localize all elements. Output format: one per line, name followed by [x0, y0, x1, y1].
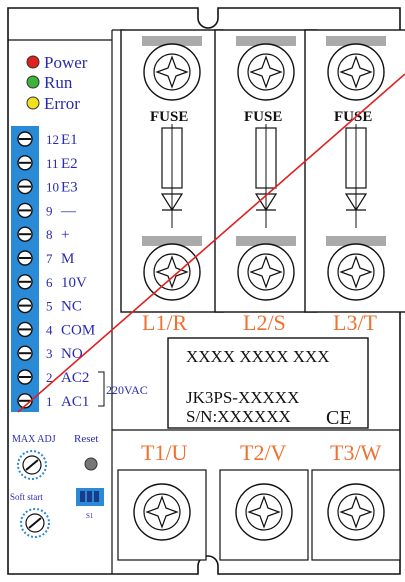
indicator-label: Run [44, 73, 73, 92]
voltage-label: 220VAC [106, 383, 148, 397]
status-indicators: Power Run Error [26, 53, 88, 113]
soft-start-potentiometer[interactable] [20, 508, 50, 538]
reset-button[interactable] [84, 457, 98, 471]
power-led-icon [26, 55, 40, 69]
terminal-label: E2 [61, 156, 78, 172]
fuse-columns: FUSE FUSE FUSE [120, 29, 405, 313]
terminal-number: 11 [46, 156, 59, 171]
terminal-number: 12 [46, 132, 59, 147]
terminal-number: 2 [46, 370, 53, 385]
max-adj-label: MAX ADJ [12, 434, 56, 445]
terminal-label: 10V [61, 275, 87, 291]
terminal-label: AC1 [61, 394, 89, 410]
diagonal-line [17, 73, 405, 413]
phase-label: T1/U [141, 440, 188, 465]
ce-mark: CE [326, 407, 352, 429]
reset-label: Reset [74, 433, 98, 445]
soft-start-label: Soft start [10, 492, 43, 502]
terminal-label: COM [61, 322, 95, 338]
run-led-icon [26, 75, 40, 89]
terminal-label: E3 [61, 180, 78, 196]
phase-label: L3/T [333, 310, 378, 335]
diode-icon [344, 193, 368, 212]
fuse-label: FUSE [334, 109, 372, 125]
error-led-icon [26, 96, 40, 110]
terminal-label: NO [61, 346, 83, 362]
terminal-label: + [61, 227, 69, 243]
diode-icon [254, 193, 278, 212]
nameplate [167, 337, 369, 429]
dip-label: S1 [86, 512, 94, 520]
nameplate-code: XXXX XXXX XXX [186, 347, 330, 366]
max-adj-potentiometer[interactable] [17, 450, 47, 480]
terminal-label: M [61, 251, 74, 267]
output-terminals [117, 469, 401, 561]
phase-label: T2/V [240, 440, 287, 465]
fuse-label: FUSE [244, 109, 282, 125]
dip-switch[interactable] [76, 488, 104, 506]
phase-label: L2/S [243, 310, 286, 335]
terminal-label: NC [61, 299, 82, 315]
model-number: JK3PS-XXXXX [186, 388, 299, 407]
terminal-number: 9 [46, 203, 53, 218]
diode-icon [160, 193, 184, 212]
terminal-number: 10 [46, 180, 59, 195]
indicator-label: Error [44, 94, 80, 113]
terminal-number: 6 [46, 275, 53, 290]
phase-label: T3/W [330, 440, 382, 465]
fuse-label: FUSE [150, 109, 188, 125]
serial-number: S/N:XXXXXX [186, 407, 291, 426]
terminal-number: 7 [46, 251, 53, 266]
terminal-label: E1 [61, 132, 78, 148]
terminal-block [11, 126, 39, 412]
terminal-number: 3 [46, 346, 53, 361]
terminal-number: 1 [46, 394, 53, 409]
indicator-label: Power [44, 53, 88, 72]
terminal-number: 5 [46, 299, 53, 314]
terminal-number: 8 [46, 227, 53, 242]
phase-label: L1/R [142, 310, 188, 335]
terminal-label: AC2 [61, 370, 89, 386]
terminal-label: — [60, 203, 77, 219]
terminal-number: 4 [46, 322, 53, 337]
